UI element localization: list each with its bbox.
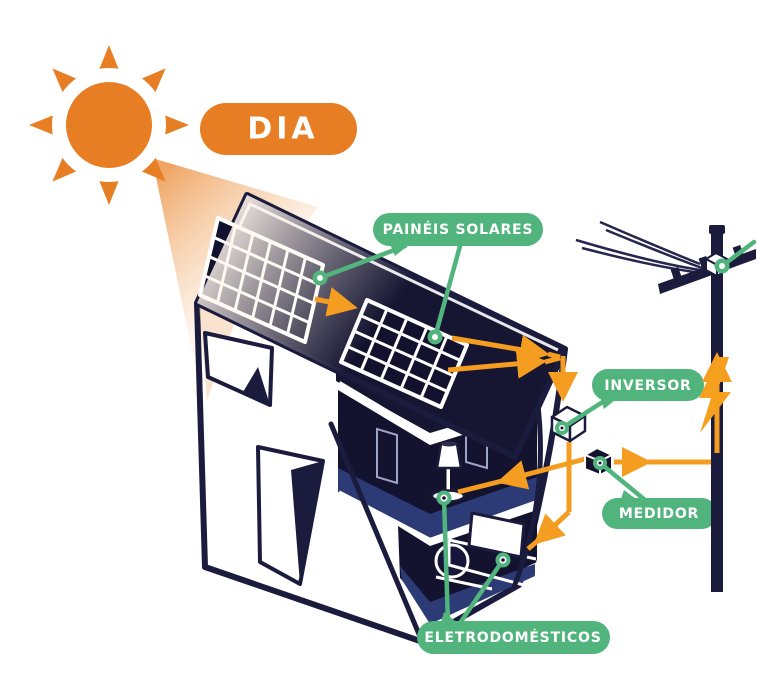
callout-meter-label: MEDIDOR <box>619 506 699 522</box>
callout-inverter-label: INVERSOR <box>604 378 691 394</box>
tv-icon <box>447 511 540 590</box>
callout-solar-panels-label: PAINÉIS SOLARES <box>383 221 534 238</box>
window <box>203 331 274 407</box>
flow-to-tv <box>533 510 571 545</box>
callout-solar-panels: PAINÉIS SOLARES <box>373 213 543 256</box>
cutaway-curl-edge <box>511 395 543 590</box>
utility-pole-icon <box>575 220 757 592</box>
day-badge: DIA <box>200 103 357 155</box>
day-badge-label: DIA <box>247 112 318 147</box>
callout-appliances-label: ELETRODOMÉSTICOS <box>424 629 601 646</box>
front-wall-edge <box>328 421 424 642</box>
house <box>194 192 568 644</box>
upper-floor <box>338 468 537 540</box>
flow-panel-to-roof-edge-2 <box>447 348 547 379</box>
flow-panel-to-panel <box>314 287 358 317</box>
roof-sun-glare <box>197 195 565 457</box>
roof <box>194 192 568 460</box>
pole-connector-dot <box>714 258 730 274</box>
callout-inverter: INVERSOR <box>592 369 704 409</box>
callout-meter: MEDIDOR <box>602 490 717 529</box>
sun-icon <box>29 45 189 205</box>
power-lines <box>575 220 703 275</box>
pole-cap <box>709 225 725 234</box>
callout-appliances: ELETRODOMÉSTICOS <box>417 612 610 654</box>
door <box>256 445 325 586</box>
flow-to-lamp <box>496 456 586 490</box>
upper-room-door-outline-left <box>376 427 398 485</box>
energy-flow <box>314 287 713 551</box>
lightning-bolt-icon <box>699 357 731 433</box>
connector-dots <box>312 270 607 568</box>
